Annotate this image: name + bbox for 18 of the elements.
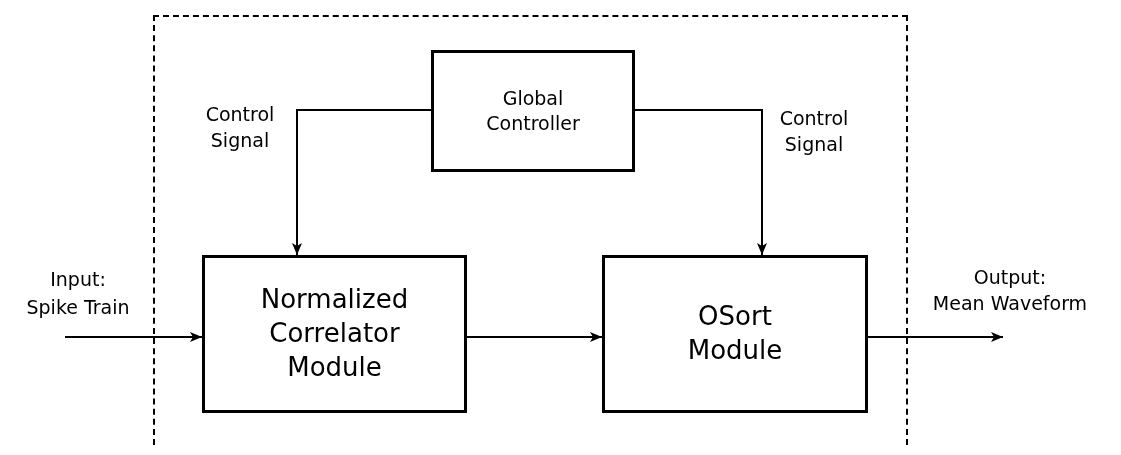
arrow	[292, 109, 432, 256]
signal-label: Input:	[50, 268, 106, 290]
box-label: Global Controller	[485, 86, 581, 136]
dashed-boundary-box	[153, 15, 908, 445]
edge-label: Control Signal	[778, 106, 850, 157]
box-label: Normalized Correlator Module	[259, 283, 410, 384]
process-box	[431, 50, 635, 172]
signal-label: Spike Train	[26, 296, 130, 318]
arrow	[867, 332, 1004, 342]
process-box	[202, 255, 467, 413]
signal-label: Mean Waveform	[932, 292, 1088, 314]
arrow	[64, 332, 203, 342]
process-box	[602, 255, 868, 413]
signal-label: Output:	[973, 266, 1047, 288]
arrow	[466, 332, 603, 342]
arrow	[634, 109, 767, 256]
edge-label: Control Signal	[204, 102, 276, 153]
box-label: OSort Module	[686, 300, 784, 367]
